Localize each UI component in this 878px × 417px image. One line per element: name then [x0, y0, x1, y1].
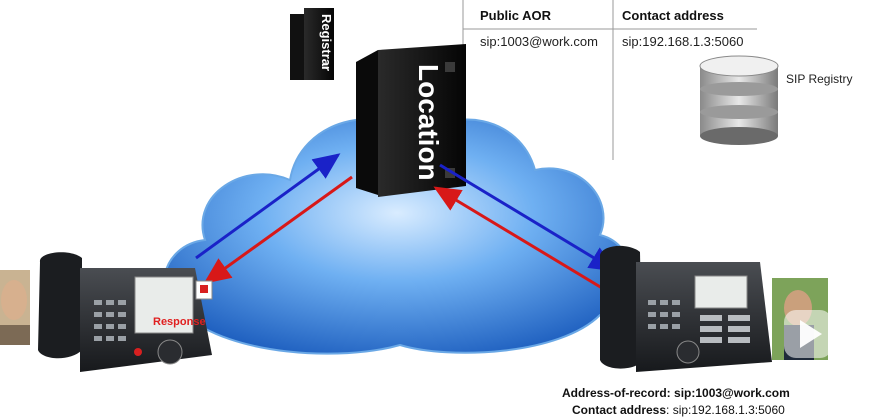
contact-address-label: Contact address	[572, 403, 667, 417]
register-request-arrow-left	[195, 153, 341, 260]
registrar-label: Registrar	[319, 14, 334, 72]
response-arrow-right	[433, 186, 603, 290]
column-header-contact-address: Contact address	[622, 8, 724, 23]
avatar	[0, 270, 30, 345]
address-of-record-line: Address-of-record: sip:1003@work.com	[562, 386, 790, 400]
location-label: Location	[413, 64, 444, 181]
database-icon	[699, 55, 779, 145]
cell-public-aor: sip:1003@work.com	[480, 34, 598, 49]
response-arrow-left	[203, 175, 353, 284]
register-request-arrow-right	[439, 163, 617, 272]
column-header-public-aor: Public AOR	[480, 8, 552, 23]
ip-phone-icon	[38, 252, 213, 372]
play-icon[interactable]	[784, 310, 832, 358]
cloud-icon	[162, 118, 631, 355]
response-label: Response	[153, 316, 206, 328]
ip-phone-icon	[600, 245, 772, 372]
sip-registry-label: SIP Registry	[786, 72, 853, 86]
cell-contact-address: sip:192.168.1.3:5060	[622, 34, 744, 49]
contact-address-value: : sip:192.168.1.3:5060	[666, 403, 785, 417]
location-server-icon	[356, 44, 466, 197]
contact-address-line: Contact address: sip:192.168.1.3:5060	[572, 403, 785, 417]
registrar-server-icon	[290, 8, 334, 80]
